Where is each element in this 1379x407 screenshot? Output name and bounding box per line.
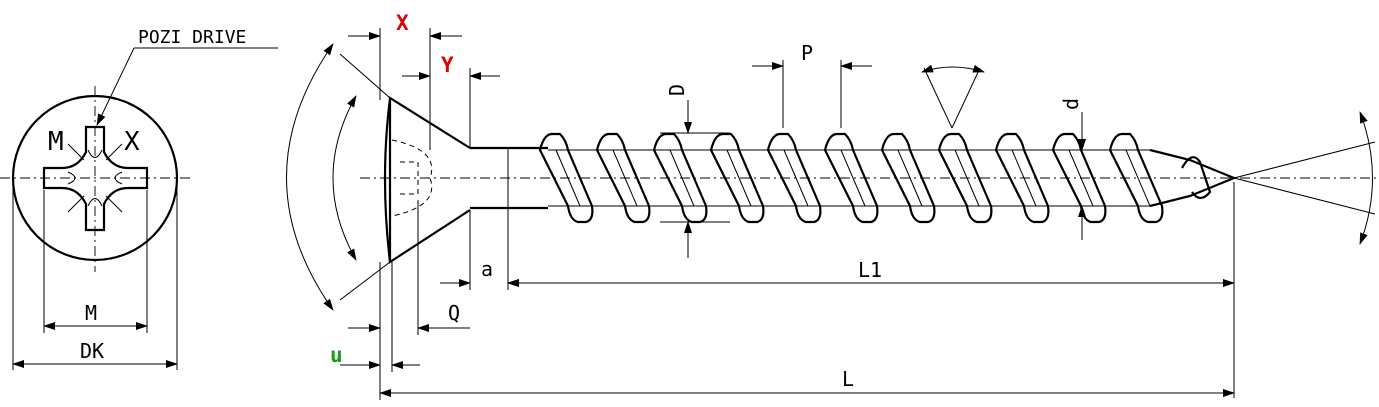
pozi-tick-nw [67, 143, 85, 161]
head-x-label: X [124, 127, 140, 157]
thread-flank [1068, 149, 1094, 207]
x-dimension-label: X [396, 11, 409, 35]
d-minor-label: d [1059, 98, 1083, 110]
tip-angle-arc [1359, 111, 1373, 245]
pozi-inner-curves [67, 149, 123, 207]
tip-angle-ray-bottom [1233, 177, 1376, 215]
thread-crest [1051, 132, 1107, 224]
y-dimension-label: Y [441, 53, 454, 77]
dk-dimension-label: DK [80, 339, 104, 363]
thread-crest [595, 132, 651, 224]
a-dimension-label: a [481, 257, 493, 281]
pozi-tick-se [105, 195, 123, 213]
thread-flank [954, 149, 980, 207]
hidden-recess [391, 139, 433, 217]
head-angle-arc-outer [286, 43, 334, 311]
thread-flank [840, 149, 866, 207]
countersunk-head-outline [383, 96, 471, 264]
l1-dimension-label: L1 [858, 258, 882, 282]
pozi-tick-sw [67, 195, 85, 213]
tip-angle-ray-top [1233, 141, 1376, 179]
thread-helix [538, 132, 1164, 224]
pozi-cross-recess [42, 125, 149, 232]
thread-flank [669, 149, 695, 207]
thread-angle-ray-right [951, 67, 981, 129]
thread-angle-arc [921, 64, 985, 73]
pozi-drive-label: POZI DRIVE [138, 27, 246, 48]
thread-crest [766, 132, 822, 224]
thread-angle-ray-left [923, 67, 953, 129]
thread-crest [823, 132, 879, 224]
thread-flank [555, 149, 581, 207]
thread-crest [538, 132, 594, 224]
tip-last-thread [1181, 156, 1212, 200]
head-angle-arc-inner [332, 95, 357, 261]
thread-flank [897, 149, 923, 207]
head-angle-ext-bottom [339, 261, 391, 301]
thread-crest [1108, 132, 1164, 224]
head-angle-ext-top [339, 53, 391, 99]
head-m-label: M [48, 127, 64, 157]
m-dimension-label: M [85, 301, 97, 325]
pozi-drive-leader [96, 47, 135, 126]
thread-crest [709, 132, 765, 224]
thread-flank [783, 149, 809, 207]
d-major-label: D [665, 84, 689, 96]
pozi-tick-ne [105, 143, 123, 161]
thread-flank [612, 149, 638, 207]
screw-side-view: X Y P D d a L1 [286, 11, 1379, 400]
l-dimension-label: L [842, 367, 854, 391]
thread-crest [937, 132, 993, 224]
head-end-view: POZI DRIVE M X M DK [0, 27, 278, 370]
thread-crest [880, 132, 936, 224]
thread-crest [994, 132, 1050, 224]
u-dimension-label: u [330, 343, 343, 367]
thread-flank [1011, 149, 1037, 207]
p-dimension-label: P [801, 41, 813, 65]
thread-flank [1125, 149, 1151, 207]
q-dimension-label: Q [448, 301, 460, 325]
thread-flank [726, 149, 752, 207]
thread-crest [652, 132, 708, 224]
